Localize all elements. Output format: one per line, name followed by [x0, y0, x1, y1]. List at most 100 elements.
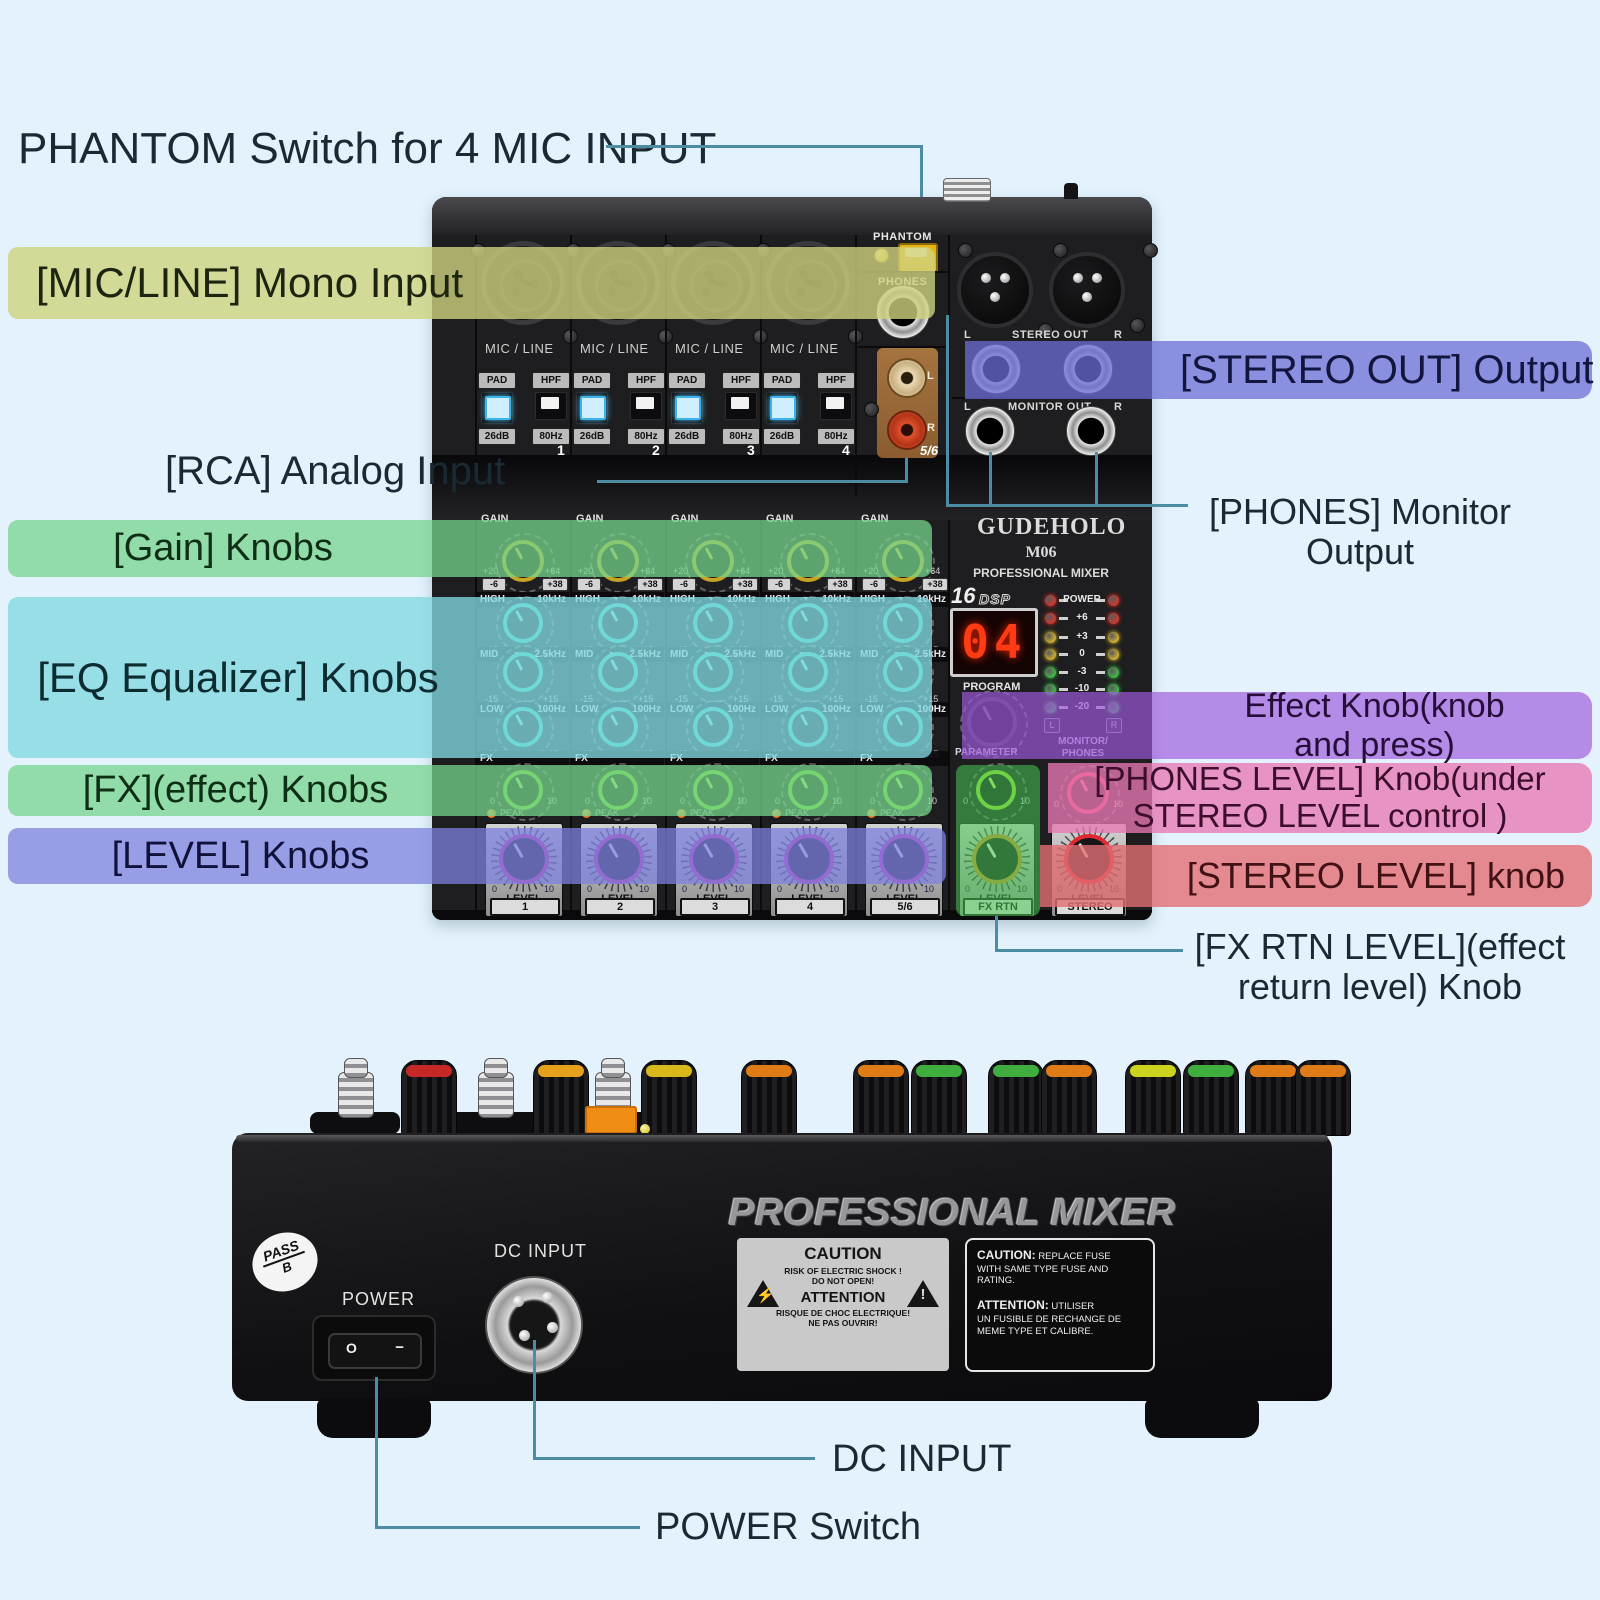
pad-switch[interactable]: [481, 392, 513, 424]
rear-knob[interactable]: [741, 1060, 797, 1136]
xlr-pin: [1000, 273, 1010, 283]
rear-knob[interactable]: [1295, 1060, 1351, 1136]
hpf-switch-cap: [636, 397, 654, 409]
xlr-pin: [1082, 292, 1092, 302]
monitor-out-jack-right[interactable]: [1066, 406, 1116, 456]
mixer-rear-view: PASS B POWER O − DC INPUT PROFESSIONAL M…: [232, 1133, 1332, 1401]
stereo-out-xlr-right[interactable]: [1049, 252, 1125, 328]
meter-label: 0: [1052, 648, 1112, 659]
pad-switch-cap: [675, 396, 701, 420]
pad-switch[interactable]: [766, 392, 798, 424]
xlr-pin: [1092, 273, 1102, 283]
meter-label: +6: [1052, 612, 1112, 623]
meter-label: +3: [1052, 631, 1112, 642]
effect-label: Effect Knob(knob and press): [962, 687, 1592, 763]
rear-knob[interactable]: [1183, 1060, 1239, 1136]
band-eq: [EQ Equalizer] Knobs: [8, 597, 932, 758]
fuse-holder[interactable]: [585, 1106, 637, 1134]
pad-switch[interactable]: [671, 392, 703, 424]
xlr-pin: [1073, 273, 1083, 283]
rear-foot-left: [317, 1398, 431, 1438]
hpf-label-plate: HPF: [817, 372, 855, 389]
stereo-out-r: R: [1114, 329, 1122, 341]
rear-jack[interactable]: [478, 1072, 514, 1118]
monitor-out-r: R: [1114, 401, 1122, 413]
hpf-switch[interactable]: [820, 392, 852, 420]
gain-max2-box: +38: [827, 578, 853, 591]
channel-number: 4: [842, 442, 850, 458]
rear-knob[interactable]: [641, 1060, 697, 1136]
pad-db-plate: 26dB: [763, 428, 801, 445]
rear-knob-cap: [1300, 1065, 1346, 1077]
fx-rtn-line-h: [995, 949, 1183, 952]
band-effect: Effect Knob(knob and press): [962, 692, 1592, 759]
pad-label-plate: PAD: [763, 372, 801, 389]
rear-knob-cap: [746, 1065, 792, 1077]
rca-jack-left[interactable]: [887, 358, 927, 398]
hpf-switch[interactable]: [535, 392, 567, 420]
gain-min2-box: -6: [482, 578, 506, 591]
power-switch[interactable]: O −: [312, 1315, 436, 1381]
rear-knob[interactable]: [1041, 1060, 1097, 1136]
hpf-switch-cap: [541, 397, 559, 409]
stereo-out-xlr-left[interactable]: [957, 252, 1033, 328]
phones-monitor-label: [PHONES] Monitor Output: [1150, 492, 1570, 573]
hpf-label-plate: HPF: [722, 372, 760, 389]
mic-line-label: MIC / LINE: [770, 341, 839, 356]
pad-switch-cap: [770, 396, 796, 420]
hpf-switch[interactable]: [630, 392, 662, 420]
panel-screw: [958, 243, 973, 258]
band-mic-line: [MIC/LINE] Mono Input: [8, 247, 935, 319]
rear-knob[interactable]: [1245, 1060, 1301, 1136]
pad-db-plate: 26dB: [573, 428, 611, 445]
rear-jack-tip: [344, 1058, 368, 1078]
band-fx-rtn: [956, 765, 1040, 916]
channel-number: 3: [747, 442, 755, 458]
hpf-switch[interactable]: [725, 392, 757, 420]
dc-callout-line-h: [533, 1457, 815, 1460]
rear-brand: PROFESSIONAL MIXER: [728, 1192, 1175, 1235]
rear-knob[interactable]: [911, 1060, 967, 1136]
phantom-label: PHANTOM: [873, 231, 932, 243]
power-callout-line-h: [375, 1526, 640, 1529]
rear-knob[interactable]: [988, 1060, 1044, 1136]
rca-callout-line-h: [597, 480, 908, 483]
gain-label: [Gain] Knobs: [8, 527, 438, 570]
fx-rtn-line-v: [995, 916, 998, 952]
fuse-panel: CAUTION: REPLACE FUSE WITH SAME TYPE FUS…: [965, 1238, 1155, 1372]
pad-label-plate: PAD: [478, 372, 516, 389]
monitor-out-jack-left[interactable]: [965, 406, 1015, 456]
rca-l-label: L: [927, 370, 934, 382]
power-callout-label: POWER Switch: [655, 1506, 921, 1549]
gain-max2-box: +38: [732, 578, 758, 591]
rear-knob[interactable]: [1125, 1060, 1181, 1136]
rear-knob[interactable]: [401, 1060, 457, 1136]
mic-line-label: MIC / LINE: [675, 341, 744, 356]
phantom-callout-line-h: [606, 145, 923, 148]
rca-r-label: R: [927, 422, 935, 434]
brand-model: M06: [977, 544, 1105, 562]
phones-line-v1: [946, 315, 949, 507]
rear-knob-cap: [406, 1065, 452, 1077]
power-callout-line-v: [375, 1377, 378, 1529]
panel-seam: [432, 455, 1152, 520]
exclamation-warning-icon: !: [907, 1280, 939, 1307]
band-phones-level: [PHONES LEVEL] Knob(under STEREO LEVEL c…: [1048, 763, 1592, 833]
phones-level-label: [PHONES LEVEL] Knob(under STEREO LEVEL c…: [1048, 761, 1592, 835]
panel-screw: [1053, 243, 1068, 258]
level-label: [LEVEL] Knobs: [8, 835, 473, 878]
stereo-out-l: L: [964, 329, 971, 341]
dc-callout-line-v: [533, 1340, 536, 1460]
dc-callout-label: DC INPUT: [832, 1438, 1011, 1481]
pad-switch[interactable]: [576, 392, 608, 424]
program-display-digits: 04: [953, 615, 1035, 669]
panel-screw: [864, 402, 879, 417]
channel-number: 1: [557, 442, 565, 458]
rear-jack[interactable]: [338, 1072, 374, 1118]
rear-knob[interactable]: [853, 1060, 909, 1136]
band-gain: [Gain] Knobs: [8, 520, 932, 577]
phantom-callout-label: PHANTOM Switch for 4 MIC INPUT: [18, 124, 716, 173]
shock-warning-icon: ⚡: [747, 1280, 779, 1307]
antenna-nub: [1064, 183, 1078, 199]
rear-knob[interactable]: [533, 1060, 589, 1136]
